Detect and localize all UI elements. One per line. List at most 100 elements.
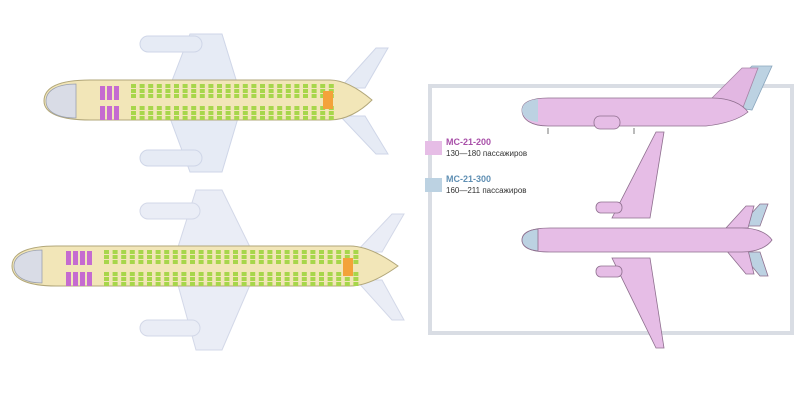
- economy-seat: [277, 94, 283, 98]
- legend-swatch-mc21-200: [425, 141, 442, 155]
- economy-seat: [294, 106, 300, 110]
- cockpit-top: [45, 83, 77, 119]
- economy-seat: [174, 116, 179, 120]
- economy-seat: [181, 260, 187, 264]
- economy-seat: [301, 277, 307, 281]
- economy-seat: [208, 116, 214, 120]
- economy-seat: [224, 272, 230, 276]
- economy-seat: [241, 255, 247, 259]
- economy-seat: [138, 250, 144, 254]
- economy-seat: [199, 94, 205, 98]
- economy-seat: [165, 111, 171, 115]
- economy-seat: [233, 255, 238, 259]
- economy-seat: [242, 111, 248, 115]
- economy-seat: [267, 250, 273, 254]
- economy-seat: [344, 282, 350, 286]
- economy-seat: [284, 277, 290, 281]
- economy-seat: [327, 282, 333, 286]
- economy-seat: [234, 116, 240, 120]
- economy-seat: [155, 282, 161, 286]
- economy-seat: [121, 272, 127, 276]
- economy-seat: [191, 111, 197, 115]
- wing-lower: [177, 284, 251, 351]
- economy-seat: [311, 106, 317, 110]
- economy-seat: [284, 255, 290, 259]
- economy-seat: [303, 94, 308, 98]
- economy-seat: [276, 250, 281, 254]
- economy-seat: [207, 260, 213, 264]
- economy-seat: [164, 282, 170, 286]
- economy-seat: [104, 260, 109, 264]
- business-seat: [100, 93, 105, 100]
- economy-seat: [336, 250, 342, 254]
- business-seat: [107, 106, 112, 113]
- seat-grid-top: [100, 84, 334, 120]
- economy-seat: [258, 272, 264, 276]
- silhouette-panel: [428, 65, 794, 349]
- economy-seat: [148, 111, 154, 115]
- engine-upper: [595, 201, 623, 214]
- economy-seat: [217, 111, 222, 115]
- economy-seat: [190, 250, 195, 254]
- economy-seat: [215, 250, 221, 254]
- economy-seat: [328, 84, 334, 88]
- economy-seat: [174, 111, 179, 115]
- business-seat: [87, 258, 92, 265]
- economy-seat: [217, 116, 222, 120]
- economy-seat: [258, 282, 264, 286]
- economy-seat: [327, 250, 333, 254]
- economy-seat: [139, 106, 145, 110]
- economy-seat: [234, 106, 240, 110]
- economy-seat: [104, 272, 109, 276]
- economy-seat: [172, 282, 178, 286]
- economy-seat: [147, 277, 152, 281]
- economy-seat: [293, 272, 299, 276]
- economy-seat: [233, 272, 238, 276]
- economy-seat: [131, 94, 136, 98]
- economy-seat: [301, 255, 307, 259]
- economy-seat: [165, 116, 171, 120]
- engine-side: [593, 115, 621, 130]
- economy-seat: [267, 255, 273, 259]
- economy-seat: [225, 116, 231, 120]
- economy-seat: [320, 111, 326, 115]
- economy-seat: [294, 116, 300, 120]
- economy-seat: [131, 116, 136, 120]
- economy-seat: [164, 255, 170, 259]
- economy-seat: [199, 116, 205, 120]
- economy-seat: [310, 282, 316, 286]
- economy-seat: [250, 282, 256, 286]
- economy-seat: [174, 89, 179, 93]
- economy-seat: [328, 116, 334, 120]
- economy-seat: [208, 84, 214, 88]
- economy-seat: [198, 255, 204, 259]
- economy-seat: [121, 250, 127, 254]
- economy-seat: [353, 250, 359, 254]
- economy-seat: [319, 260, 324, 264]
- economy-seat: [182, 116, 188, 120]
- economy-seat: [250, 272, 256, 276]
- economy-seat: [147, 250, 152, 254]
- business-seat: [80, 251, 85, 258]
- economy-seat: [182, 89, 188, 93]
- economy-seat: [303, 106, 308, 110]
- galley-rear-top: [323, 91, 333, 109]
- economy-seat: [148, 116, 154, 120]
- economy-seat: [217, 94, 222, 98]
- economy-seat: [267, 277, 273, 281]
- economy-seat: [293, 260, 299, 264]
- economy-seat: [199, 84, 205, 88]
- wing-lower: [611, 257, 665, 349]
- economy-seat: [303, 116, 308, 120]
- economy-seat: [198, 250, 204, 254]
- economy-seat: [268, 106, 274, 110]
- economy-seat: [112, 260, 118, 264]
- economy-seat: [155, 250, 161, 254]
- economy-seat: [311, 84, 317, 88]
- economy-seat: [121, 277, 127, 281]
- economy-seat: [224, 282, 230, 286]
- economy-seat: [310, 260, 316, 264]
- economy-seat: [139, 89, 145, 93]
- economy-seat: [353, 255, 359, 259]
- economy-seat: [319, 272, 324, 276]
